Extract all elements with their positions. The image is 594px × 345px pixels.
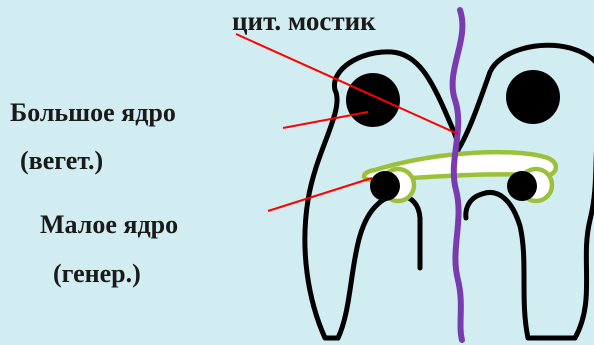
- micronucleus-sublabel: (генер.): [53, 261, 141, 287]
- pointer-bridge: [236, 34, 458, 134]
- macronucleus-sublabel: (вегет.): [20, 148, 103, 174]
- micronucleus-right: [507, 171, 537, 201]
- pointer-micronucleus: [268, 178, 372, 211]
- macronucleus-left: [346, 73, 400, 127]
- bridge-label: цит. мостик: [232, 8, 376, 35]
- micronucleus-label: Малое ядро: [40, 212, 178, 238]
- macronucleus-right: [506, 70, 560, 124]
- macronucleus-label: Большое ядро: [10, 100, 176, 126]
- micronucleus-left: [370, 171, 400, 201]
